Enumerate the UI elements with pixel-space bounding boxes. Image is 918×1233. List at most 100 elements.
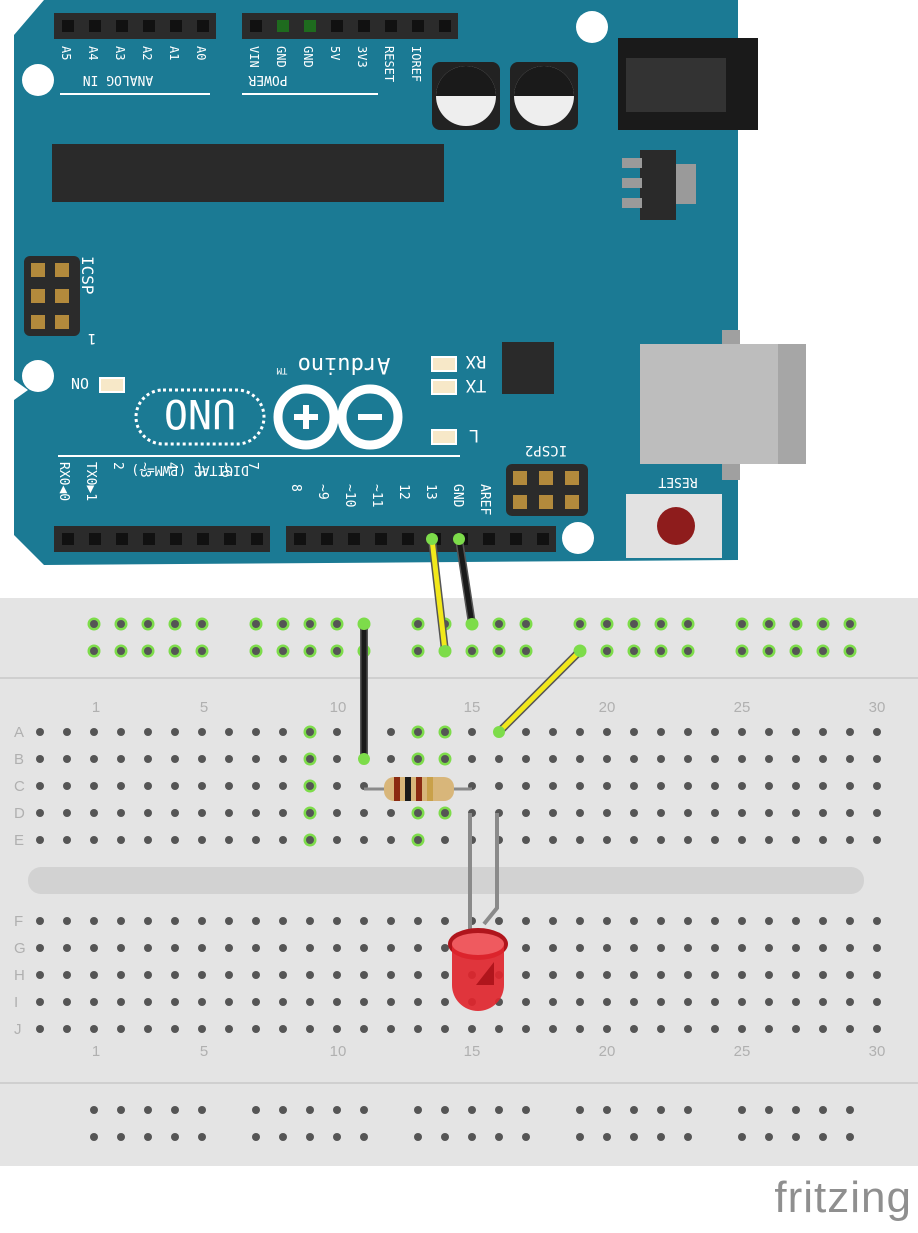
terminal-hole bbox=[441, 917, 449, 925]
header-socket bbox=[62, 20, 74, 32]
terminal-hole bbox=[441, 1025, 449, 1033]
terminal-hole bbox=[792, 836, 800, 844]
terminal-hole bbox=[441, 971, 449, 979]
terminal-hole bbox=[549, 944, 557, 952]
column-label: 30 bbox=[869, 1043, 886, 1060]
terminal-hole bbox=[225, 917, 233, 925]
row-label: G bbox=[14, 940, 26, 957]
terminal-hole bbox=[90, 998, 98, 1006]
header-socket bbox=[170, 533, 182, 545]
terminal-hole bbox=[765, 782, 773, 790]
terminal-hole bbox=[117, 755, 125, 763]
terminal-hole bbox=[603, 782, 611, 790]
terminal-hole bbox=[225, 728, 233, 736]
terminal-hole bbox=[225, 755, 233, 763]
rail-hole bbox=[279, 1106, 287, 1114]
terminal-hole bbox=[576, 836, 584, 844]
terminal-hole bbox=[279, 917, 287, 925]
terminal-hole bbox=[225, 809, 233, 817]
rail-hole bbox=[792, 620, 800, 628]
rail-hole bbox=[198, 647, 206, 655]
column-label: 20 bbox=[599, 699, 616, 716]
terminal-hole bbox=[279, 836, 287, 844]
terminal-hole bbox=[333, 917, 341, 925]
header-socket bbox=[321, 533, 333, 545]
terminal-hole bbox=[387, 728, 395, 736]
analog-pin-label: A4 bbox=[86, 46, 100, 60]
rail-hole bbox=[684, 620, 692, 628]
header-socket bbox=[385, 20, 397, 32]
power-pin-label: IOREF bbox=[409, 46, 423, 82]
terminal-hole bbox=[144, 998, 152, 1006]
terminal-hole bbox=[657, 755, 665, 763]
terminal-hole bbox=[846, 1025, 854, 1033]
digital-pin-label: GND bbox=[450, 484, 465, 508]
terminal-hole bbox=[414, 917, 422, 925]
row-label: B bbox=[14, 751, 24, 768]
terminal-hole bbox=[252, 809, 260, 817]
electrolytic-capacitor bbox=[432, 62, 500, 130]
terminal-hole bbox=[333, 944, 341, 952]
terminal-hole bbox=[117, 917, 125, 925]
icsp-pin bbox=[55, 263, 69, 277]
terminal-hole bbox=[522, 809, 530, 817]
terminal-hole bbox=[630, 944, 638, 952]
rail-hole bbox=[333, 1133, 341, 1141]
terminal-hole bbox=[387, 971, 395, 979]
rail-hole bbox=[846, 620, 854, 628]
capacitor-stripe bbox=[514, 66, 574, 96]
terminal-hole bbox=[522, 998, 530, 1006]
terminal-hole bbox=[819, 836, 827, 844]
arduino-brand-label: Arduino bbox=[298, 352, 391, 377]
terminal-hole bbox=[738, 917, 746, 925]
terminal-hole bbox=[603, 755, 611, 763]
terminal-hole bbox=[36, 728, 44, 736]
rail-hole bbox=[441, 1133, 449, 1141]
terminal-hole bbox=[738, 971, 746, 979]
rail-hole bbox=[198, 1106, 206, 1114]
header-socket bbox=[250, 20, 262, 32]
rail-hole bbox=[441, 1106, 449, 1114]
terminal-hole bbox=[765, 809, 773, 817]
terminal-hole bbox=[495, 782, 503, 790]
column-label: 15 bbox=[464, 1043, 481, 1060]
icsp-pin bbox=[31, 289, 45, 303]
terminal-hole bbox=[549, 917, 557, 925]
terminal-hole bbox=[738, 944, 746, 952]
header-socket bbox=[402, 533, 414, 545]
digital-pin-label: RX0◀0 bbox=[56, 462, 71, 501]
rail-hole bbox=[144, 647, 152, 655]
terminal-hole bbox=[360, 971, 368, 979]
header-socket bbox=[170, 20, 182, 32]
header-socket bbox=[348, 533, 360, 545]
terminal-hole bbox=[873, 836, 881, 844]
wire-end bbox=[493, 726, 505, 738]
terminal-hole bbox=[792, 755, 800, 763]
terminal-hole bbox=[144, 728, 152, 736]
terminal-hole bbox=[846, 782, 854, 790]
terminal-hole bbox=[630, 755, 638, 763]
rail-hole bbox=[765, 1106, 773, 1114]
rail-hole bbox=[495, 1133, 503, 1141]
rail-hole bbox=[90, 620, 98, 628]
terminal-hole bbox=[63, 809, 71, 817]
terminal-hole bbox=[225, 836, 233, 844]
voltage-regulator bbox=[640, 150, 676, 220]
rail-hole bbox=[279, 620, 287, 628]
red-led bbox=[448, 813, 508, 1011]
rail-hole bbox=[792, 1133, 800, 1141]
resistor-band bbox=[394, 777, 400, 801]
terminal-hole bbox=[873, 728, 881, 736]
terminal-hole bbox=[684, 1025, 692, 1033]
header-socket bbox=[143, 533, 155, 545]
header-socket bbox=[510, 533, 522, 545]
terminal-hole bbox=[252, 755, 260, 763]
terminal-hole bbox=[603, 998, 611, 1006]
rail-hole bbox=[198, 1133, 206, 1141]
wire-end bbox=[358, 618, 370, 630]
digital-pin-label: 7 bbox=[245, 462, 260, 470]
terminal-hole bbox=[684, 944, 692, 952]
terminal-hole bbox=[63, 782, 71, 790]
rail-hole bbox=[819, 620, 827, 628]
